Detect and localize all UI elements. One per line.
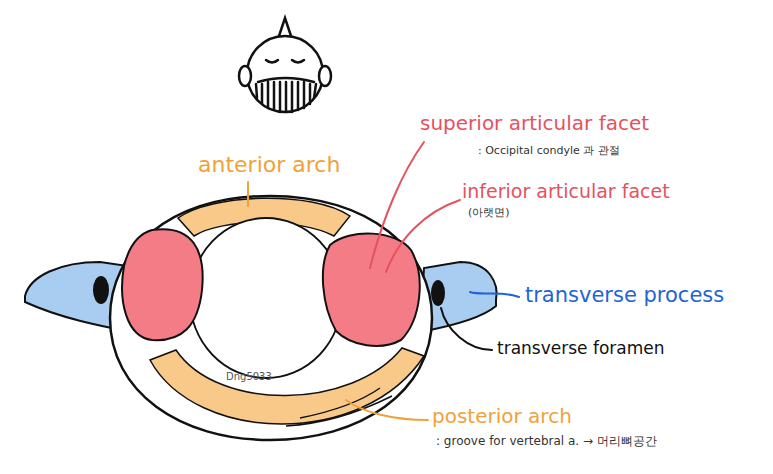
- transverse-foramen-hole: [431, 280, 445, 306]
- part-name: posterior arch: [432, 405, 572, 428]
- part-name: transverse process: [525, 283, 724, 307]
- head-icon: [239, 18, 331, 112]
- atlas-ring: [110, 196, 432, 440]
- part-name: anterior arch: [198, 152, 340, 177]
- note: : groove for vertebral a. → 머리뼈공간: [436, 435, 657, 449]
- note: (아랫면): [468, 207, 510, 220]
- part-name: transverse foramen: [497, 339, 665, 359]
- part-name: inferior articular facet: [462, 181, 670, 203]
- transverse-foramen-hole: [93, 276, 109, 304]
- vertebral-foramen: [190, 218, 342, 378]
- part-name: superior articular facet: [420, 112, 649, 135]
- watermark: Dng5033: [226, 371, 272, 383]
- note: : Occipital condyle 과 관절: [478, 145, 620, 158]
- vertebral-groove: [286, 388, 392, 426]
